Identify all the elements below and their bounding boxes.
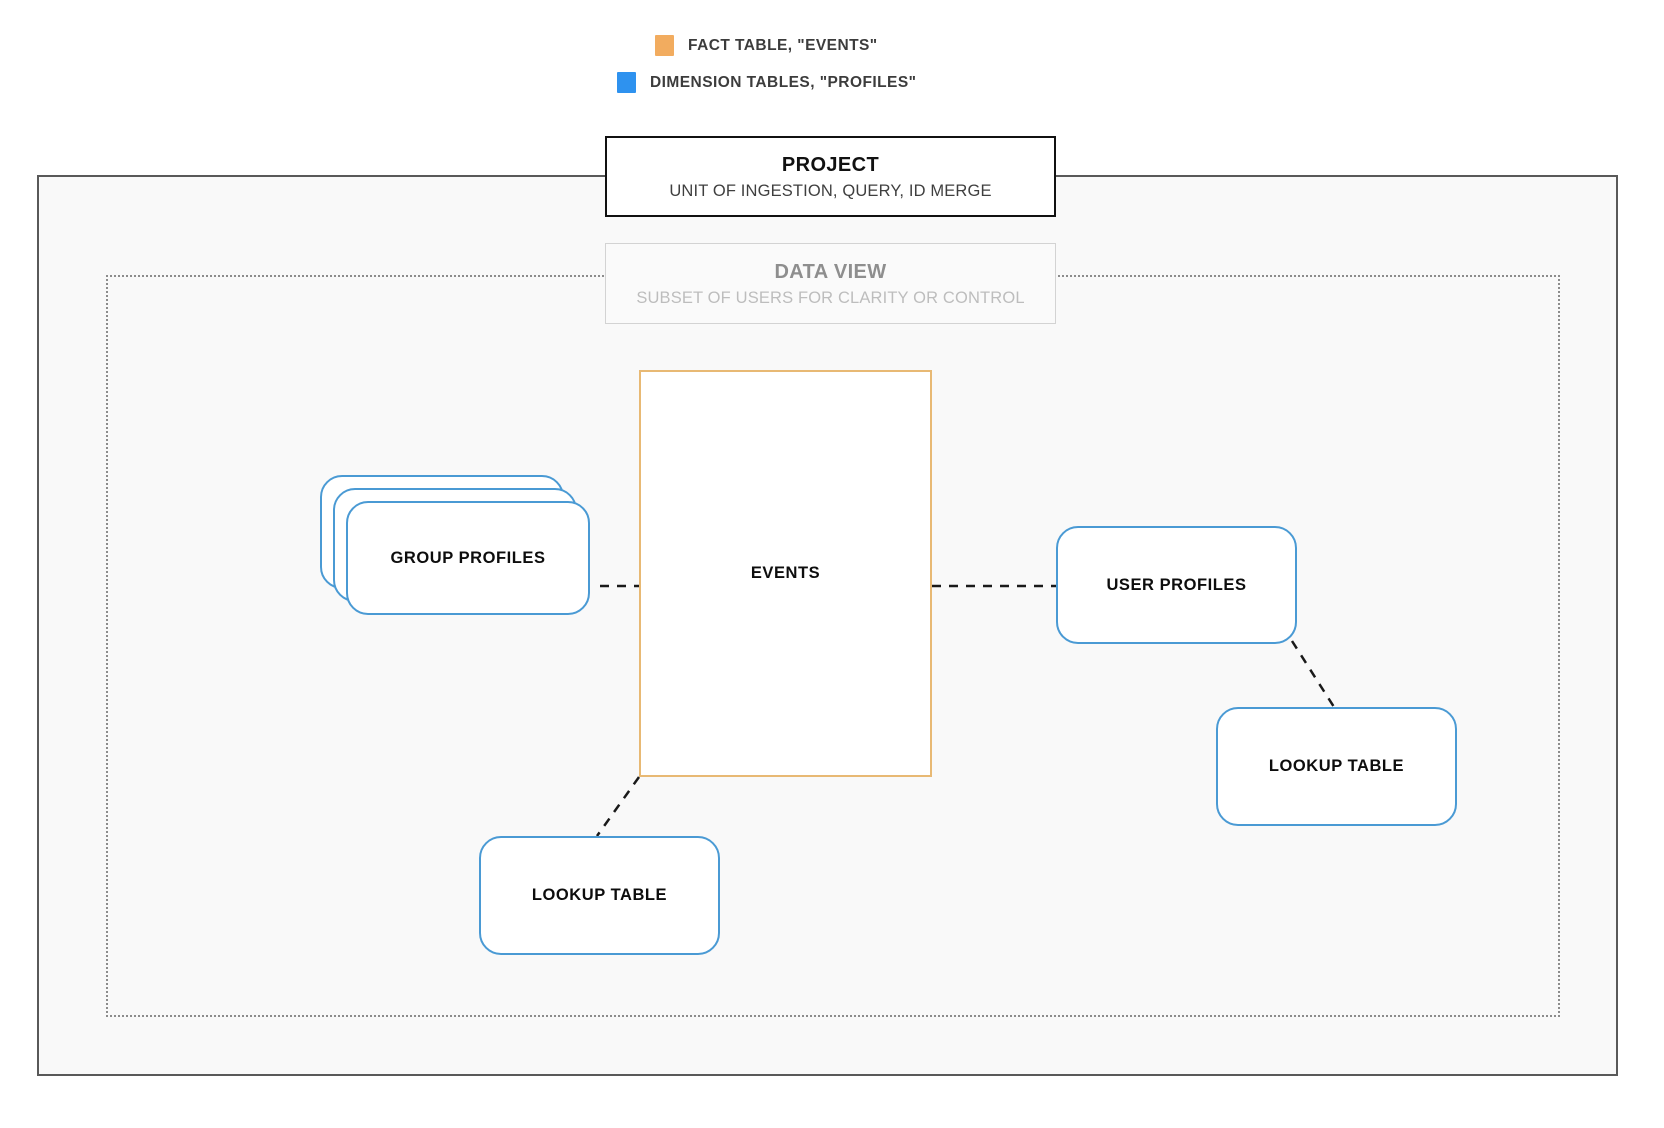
node-events-label: EVENTS <box>750 564 821 582</box>
node-lookup-table-right[interactable]: LOOKUP TABLE <box>1216 707 1457 826</box>
data-view-title: DATA VIEW <box>774 260 887 283</box>
node-events[interactable]: EVENTS <box>639 370 932 777</box>
node-lookup-table-left-label: LOOKUP TABLE <box>531 886 668 904</box>
node-user-profiles-label: USER PROFILES <box>1106 575 1247 594</box>
legend-label-fact-table: FACT TABLE, "EVENTS" <box>688 36 878 54</box>
project-header-card: PROJECT UNIT OF INGESTION, QUERY, ID MER… <box>605 136 1056 217</box>
node-lookup-table-left[interactable]: LOOKUP TABLE <box>479 836 720 955</box>
node-group-profiles[interactable]: GROUP PROFILES <box>320 475 600 650</box>
legend-item-dimension-tables: DIMENSION TABLES, "PROFILES" <box>617 72 916 93</box>
blue-square-swatch <box>617 72 636 93</box>
data-view-subtitle: SUBSET OF USERS FOR CLARITY OR CONTROL <box>636 288 1025 307</box>
project-title: PROJECT <box>781 153 880 176</box>
node-user-profiles[interactable]: USER PROFILES <box>1056 526 1297 644</box>
project-subtitle: UNIT OF INGESTION, QUERY, ID MERGE <box>669 181 992 200</box>
node-group-profiles-label: GROUP PROFILES <box>390 548 546 567</box>
legend-label-dimension-tables: DIMENSION TABLES, "PROFILES" <box>650 73 917 91</box>
group-profiles-stack-card-front[interactable]: GROUP PROFILES <box>346 501 590 615</box>
legend-item-fact-table: FACT TABLE, "EVENTS" <box>655 35 878 56</box>
orange-square-swatch <box>655 35 674 56</box>
data-view-header-card: DATA VIEW SUBSET OF USERS FOR CLARITY OR… <box>605 243 1056 324</box>
node-lookup-table-right-label: LOOKUP TABLE <box>1268 757 1405 775</box>
